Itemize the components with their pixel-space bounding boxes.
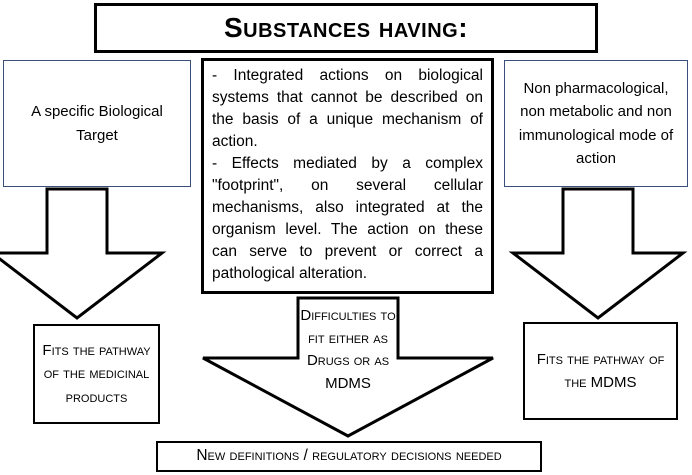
right-box-text: Non pharmacological, non metabolic and n…: [518, 80, 674, 167]
center-outcome-label: Difficulties to fit either as Drugs or a…: [300, 302, 396, 398]
center-box-para-2: - Effects mediated by a complex "footpri…: [212, 155, 483, 282]
right-down-arrow: [508, 187, 688, 320]
center-box-para-1: - Integrated actions on biological syste…: [212, 67, 483, 150]
left-outcome-text: Fits the pathway of the medicinal produc…: [42, 342, 151, 406]
title-box: Substances having:: [94, 3, 598, 53]
title-text: Substances having:: [223, 12, 469, 43]
center-box: - Integrated actions on biological syste…: [201, 58, 494, 294]
center-outcome-text: Difficulties to fit either as Drugs or a…: [300, 307, 396, 392]
right-outcome-text: Fits the pathway of the MDMS: [536, 350, 665, 391]
center-down-arrow: [202, 296, 494, 438]
right-box: Non pharmacological, non metabolic and n…: [504, 60, 688, 187]
right-outcome-box: Fits the pathway of the MDMS: [523, 322, 678, 420]
left-box: A specific Biological Target: [3, 60, 191, 187]
bottom-box: New definitions / regulatory decisions n…: [156, 441, 542, 472]
left-down-arrow: [0, 187, 167, 320]
left-outcome-box: Fits the pathway of the medicinal produc…: [33, 324, 160, 424]
bottom-box-text: New definitions / regulatory decisions n…: [196, 447, 502, 465]
left-box-text: A specific Biological Target: [31, 103, 163, 144]
